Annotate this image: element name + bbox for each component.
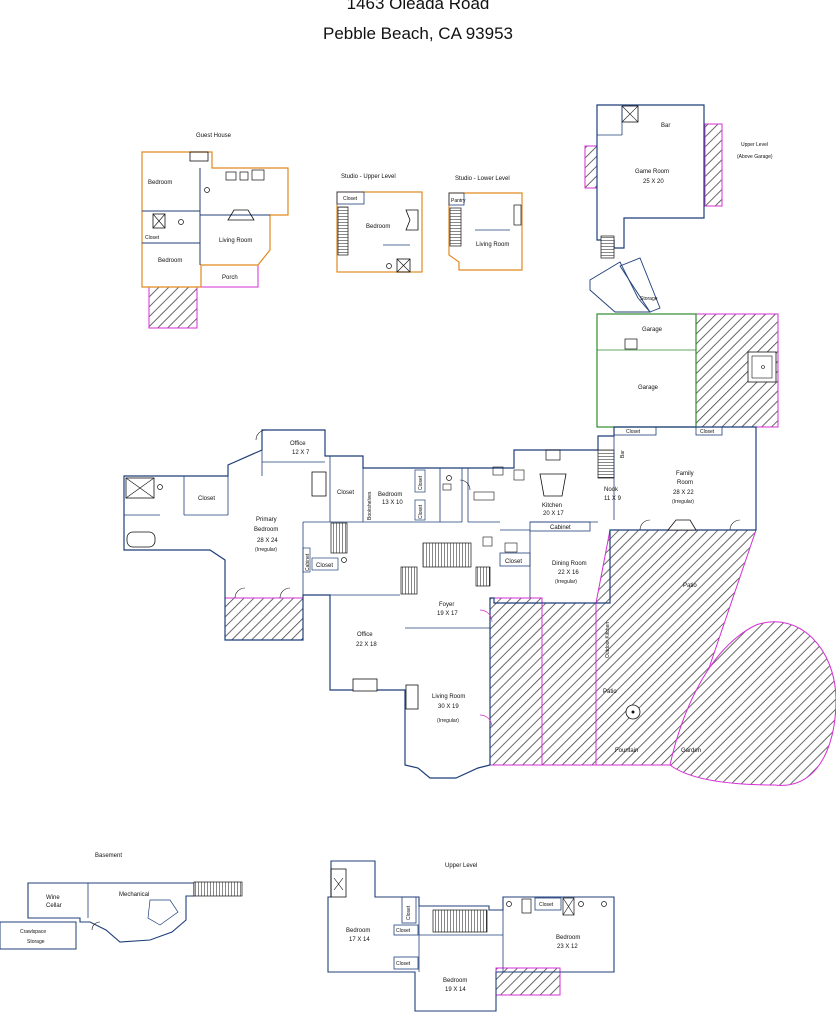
- closet-hall-label: Closet: [316, 563, 333, 569]
- mechanical-label: Mechanical: [119, 892, 149, 898]
- living-room-irregular: (Irregular): [437, 718, 459, 724]
- studio-upper: Studio - Upper Level Closet Bedroom: [336, 174, 423, 273]
- nook-dims: 11 X 9: [604, 496, 622, 502]
- family-room-label: Family: [676, 471, 694, 477]
- ul-closet-a: Closet: [396, 928, 411, 934]
- crawlspace-label-2: Storage: [27, 939, 45, 945]
- basement-title: Basement: [95, 853, 122, 859]
- studio-lower-title: Studio - Lower Level: [455, 176, 510, 182]
- outdoor-kitchen-label: Outdoor Kitchen: [605, 622, 611, 658]
- upper-level: Upper Level Bedroom 17 X 14 Closet Close…: [327, 860, 615, 1012]
- garage-label-2: Garage: [638, 385, 659, 391]
- sl-living-room: Living Room: [476, 242, 509, 248]
- upper-level-garage-title-1: Upper Level: [741, 142, 768, 148]
- patio-upper-label: Patio: [683, 583, 697, 589]
- family-room-dims: 28 X 22: [673, 490, 694, 496]
- ul-closet-top: Closet: [539, 902, 554, 908]
- closet-mid-label: Closet: [337, 490, 354, 496]
- address-line-2: Pebble Beach, CA 93953: [323, 24, 513, 43]
- ul-bedroom-bottom-label: Bedroom: [443, 978, 467, 984]
- guest-deck: [148, 286, 198, 329]
- kitchen-label: Kitchen: [542, 503, 562, 509]
- garden-label: Garden: [681, 748, 701, 754]
- ul-closet-vertical: Closet: [406, 905, 412, 920]
- game-room-level: Upper Level (Above Garage) Bar Game Room…: [584, 104, 773, 259]
- bedroom-mid-label: Bedroom: [378, 492, 402, 498]
- closet-small-b: Closet: [418, 504, 424, 519]
- ul-bedroom-left-label: Bedroom: [346, 928, 370, 934]
- gh-bedroom-2: Bedroom: [158, 258, 182, 264]
- patio-lower-label: Patio: [603, 689, 617, 695]
- cabinet-vertical: Cabinet: [305, 553, 311, 571]
- storage-label: Storage: [640, 296, 658, 302]
- office-small-label: Office: [290, 441, 306, 447]
- ul-closet-b: Closet: [396, 961, 411, 967]
- primary-bedroom-irregular: (Irregular): [255, 547, 277, 553]
- studio-lower: Studio - Lower Level Pantry Living Room: [448, 176, 523, 271]
- bar-label: Bar: [661, 123, 670, 129]
- ul-bedroom-right-dims: 23 X 12: [557, 944, 578, 950]
- primary-bedroom-dims: 28 X 24: [257, 538, 278, 544]
- fountain-label: Fountain: [615, 748, 638, 754]
- primary-bedroom-label-2: Bedroom: [254, 527, 278, 533]
- kitchen-dims: 20 X 17: [543, 511, 564, 517]
- wine-cellar-label-1: Wine: [46, 895, 60, 901]
- gh-bedroom-1: Bedroom: [148, 180, 172, 186]
- closet-primary-label: Closet: [198, 496, 215, 502]
- upper-level-garage-title-2: (Above Garage): [737, 154, 773, 160]
- living-room-label: Living Room: [432, 694, 465, 700]
- studio-upper-title: Studio - Upper Level: [341, 174, 396, 180]
- ul-bedroom-right-label: Bedroom: [556, 935, 580, 941]
- dining-room-dims: 22 X 16: [558, 570, 579, 576]
- office-small-dims: 12 X 7: [292, 450, 310, 456]
- foyer-dims: 19 X 17: [437, 611, 458, 617]
- sl-pantry: Pantry: [451, 198, 466, 204]
- family-room-irregular: (Irregular): [672, 499, 694, 505]
- ul-bedroom-bottom-dims: 19 X 14: [445, 987, 466, 993]
- bar-small-label: Bar: [620, 450, 626, 458]
- garden-area: [669, 621, 836, 786]
- closet-garage-2: Closet: [700, 429, 715, 435]
- bookshelves-label: Bookshelves: [367, 491, 373, 520]
- su-closet: Closet: [343, 196, 358, 202]
- closet-small-a: Closet: [418, 475, 424, 490]
- garage: Storage Garage Garage Closet Closet: [589, 257, 779, 436]
- su-bedroom: Bedroom: [366, 224, 390, 230]
- main-level: Office 12 X 7 Closet Primary Bedroom 28 …: [123, 426, 836, 786]
- dining-room-irregular: (Irregular): [555, 579, 577, 585]
- nook-label: Nook: [604, 487, 619, 493]
- upper-level-title: Upper Level: [445, 863, 477, 869]
- office-main-label: Office: [357, 632, 373, 638]
- crawlspace-label-1: Crawlspace: [20, 929, 46, 935]
- guest-house-title: Guest House: [196, 133, 232, 139]
- wine-cellar-label-2: Cellar: [46, 903, 62, 909]
- main-exterior-walls: [123, 426, 757, 779]
- dining-room-label: Dining Room: [552, 561, 587, 567]
- game-room-dims: 25 X 20: [643, 179, 664, 185]
- living-room-dims: 30 X 19: [438, 704, 459, 710]
- foyer-label: Foyer: [439, 602, 454, 608]
- family-room-label-2: Room: [677, 480, 693, 486]
- gh-living-room: Living Room: [219, 238, 252, 244]
- closet-dining-label: Closet: [505, 559, 522, 565]
- game-room-label: Game Room: [635, 169, 669, 175]
- garage-label-1: Garage: [642, 327, 663, 333]
- primary-deck: [224, 597, 304, 641]
- address-line-1: 1463 Oleada Road: [346, 0, 490, 13]
- basement: Basement Wine Cellar Mechanical Crawlspa…: [0, 853, 243, 950]
- cabinet-label: Cabinet: [550, 525, 571, 531]
- guest-house-walls: [141, 151, 289, 288]
- ul-bedroom-left-dims: 17 X 14: [349, 937, 370, 943]
- guest-house: Guest House Bedroom Closet Bedroom Livin…: [141, 133, 289, 329]
- gh-closet: Closet: [145, 235, 160, 241]
- closet-garage-1: Closet: [626, 429, 641, 435]
- office-main-dims: 22 X 18: [356, 642, 377, 648]
- gh-porch: Porch: [222, 275, 238, 281]
- primary-bedroom-label: Primary: [256, 517, 277, 523]
- bedroom-mid-dims: 13 X 10: [382, 500, 403, 506]
